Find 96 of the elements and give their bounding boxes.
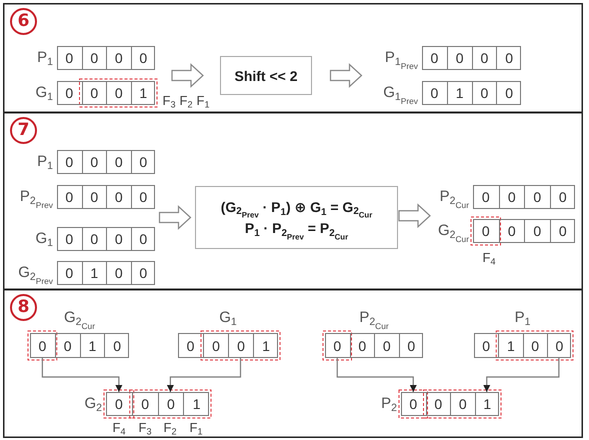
- operation-box: [195, 186, 398, 249]
- step-number: 6: [10, 8, 37, 35]
- bit-cell: 0: [130, 185, 155, 209]
- bit-cell: 0: [82, 150, 106, 174]
- bit-cell: 0: [472, 81, 496, 105]
- bit-cell: 0: [106, 81, 130, 105]
- bit-cell: 0: [57, 150, 82, 174]
- connector-arrow: [166, 358, 242, 392]
- bit-cell: 0: [524, 219, 550, 243]
- bit-cell: 0: [104, 333, 129, 358]
- bit-cell: 0: [57, 261, 82, 285]
- bit-cell: 0: [106, 392, 132, 416]
- register-label: P$_{1}$: [514, 309, 530, 327]
- bit-cell: 0: [524, 185, 550, 209]
- bit-cell: 0: [422, 81, 447, 105]
- bit-cell: 0: [106, 185, 130, 209]
- step-panel: [3, 112, 583, 290]
- bit-cell: 0: [446, 46, 472, 70]
- bit-cell: 0: [550, 185, 575, 209]
- bit-cell: 0: [57, 227, 82, 251]
- bit-cell: 1: [498, 333, 522, 358]
- bit-label: F$_{2}$: [180, 93, 192, 109]
- bit-cell: 1: [183, 392, 209, 416]
- bit-cell: 0: [546, 333, 571, 358]
- register-label: G$_{1}$: [35, 230, 53, 248]
- bit-cell: 0: [130, 46, 155, 70]
- bit-label: F$_{2}$: [164, 420, 176, 436]
- register-label: P$_{1}$: [37, 153, 53, 171]
- bit-label: F$_{3}$: [162, 93, 176, 109]
- bit-label: F$_{4}$: [112, 420, 126, 436]
- register-label: G$_{1}$: [35, 84, 53, 102]
- bit-cell: 0: [82, 185, 106, 209]
- register-label: G$_{1}$: [219, 309, 237, 327]
- bit-cell: 0: [106, 46, 130, 70]
- operation-box: [220, 56, 312, 95]
- bit-cell: 0: [496, 46, 521, 70]
- bit-cell: 0: [130, 150, 155, 174]
- step-panel: [3, 289, 583, 438]
- bit-cell: 0: [82, 46, 106, 70]
- bit-cell: 0: [426, 392, 450, 416]
- register-label: G$_{2}$: [84, 395, 102, 413]
- bit-cell: 0: [401, 392, 426, 416]
- bit-cell: 0: [350, 333, 374, 358]
- bit-cell: 0: [422, 46, 447, 70]
- bit-cell: 1: [253, 333, 278, 358]
- connector-arrow: [336, 358, 417, 392]
- bit-cell: 1: [82, 261, 106, 285]
- step-panel: [3, 3, 583, 113]
- bit-cell: 0: [158, 392, 184, 416]
- bit-cell: 0: [473, 185, 498, 209]
- bit-cell: 0: [374, 333, 398, 358]
- register-label: P$_{1}$: [37, 49, 53, 67]
- bit-cell: 0: [474, 333, 498, 358]
- bit-cell: 1: [80, 333, 104, 358]
- block-arrow: [330, 63, 362, 88]
- bit-label: F$_{1}$: [196, 93, 210, 109]
- bit-cell: 0: [57, 185, 82, 209]
- bit-cell: 1: [446, 81, 472, 105]
- bit-cell: 1: [130, 81, 155, 105]
- bit-cell: 0: [203, 333, 228, 358]
- bit-cell: 0: [57, 81, 82, 105]
- bit-cell: 0: [132, 392, 158, 416]
- operation-text: Shift << 2: [234, 66, 298, 84]
- bit-cell: 0: [450, 392, 474, 416]
- bit-cell: 0: [54, 333, 80, 358]
- bit-label: F$_{3}$: [138, 420, 152, 436]
- step-number: 7: [10, 117, 37, 144]
- bit-cell: 0: [106, 227, 130, 251]
- block-arrow: [398, 203, 431, 228]
- bit-cell: 0: [228, 333, 253, 358]
- bit-cell: 0: [106, 261, 130, 285]
- block-arrow: [158, 205, 192, 230]
- step-number: 8: [10, 294, 37, 321]
- register-label: P$_{2}$: [381, 395, 397, 413]
- bit-cell: 0: [178, 333, 203, 358]
- bit-cell: 0: [550, 219, 575, 243]
- bit-cell: 0: [498, 219, 524, 243]
- bit-cell: 0: [130, 261, 155, 285]
- connector-arrow: [483, 358, 560, 392]
- bit-cell: 0: [130, 227, 155, 251]
- bit-cell: 0: [472, 46, 496, 70]
- bit-cell: 0: [522, 333, 547, 358]
- bit-cell: 0: [82, 81, 106, 105]
- bit-cell: 0: [106, 150, 130, 174]
- bit-cell: 1: [474, 392, 499, 416]
- bit-cell: 0: [498, 185, 524, 209]
- bit-cell: 0: [57, 46, 82, 70]
- bit-cell: 0: [325, 333, 350, 358]
- bit-cell: 0: [30, 333, 55, 358]
- bit-cell: 0: [473, 219, 498, 243]
- bit-label: F$_{1}$: [190, 420, 202, 436]
- bit-cell: 0: [82, 227, 106, 251]
- bit-cell: 0: [398, 333, 423, 358]
- connector-arrow: [42, 358, 122, 392]
- bit-cell: 0: [496, 81, 521, 105]
- bit-label: F$_{4}$: [482, 250, 496, 266]
